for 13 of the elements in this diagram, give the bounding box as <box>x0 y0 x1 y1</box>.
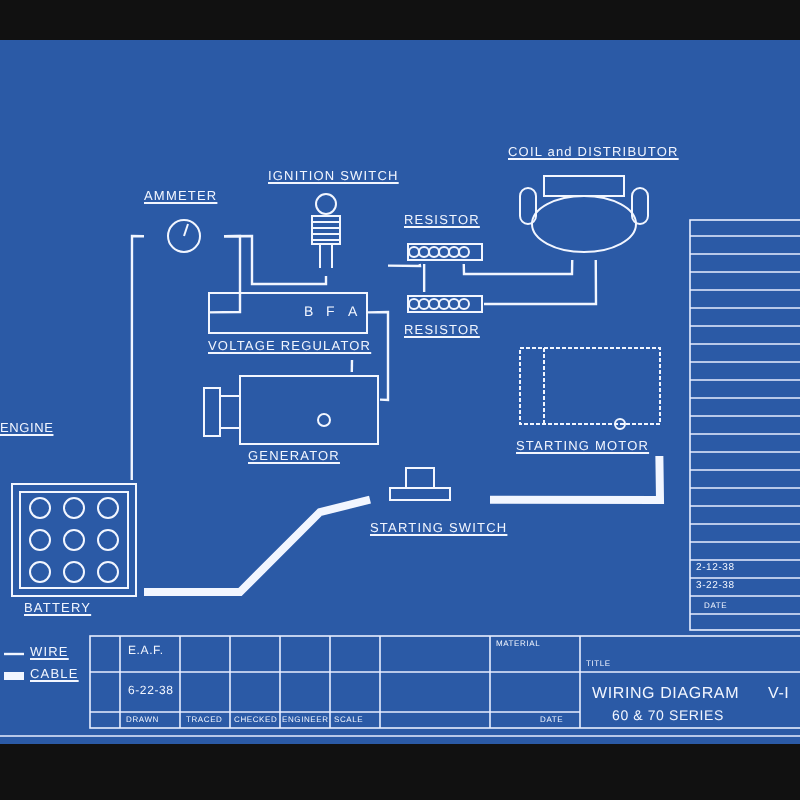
drawing-title: WIRING DIAGRAM <box>592 686 740 702</box>
wire <box>462 259 574 276</box>
wire <box>367 310 390 402</box>
wire <box>130 234 145 480</box>
wire <box>422 264 426 292</box>
wire <box>350 360 354 372</box>
cable <box>144 495 371 596</box>
drawing-number: V-I <box>768 686 790 702</box>
cable <box>490 455 665 504</box>
wire <box>208 234 242 314</box>
wire <box>224 234 328 286</box>
wire <box>484 260 598 306</box>
wire <box>388 263 422 268</box>
